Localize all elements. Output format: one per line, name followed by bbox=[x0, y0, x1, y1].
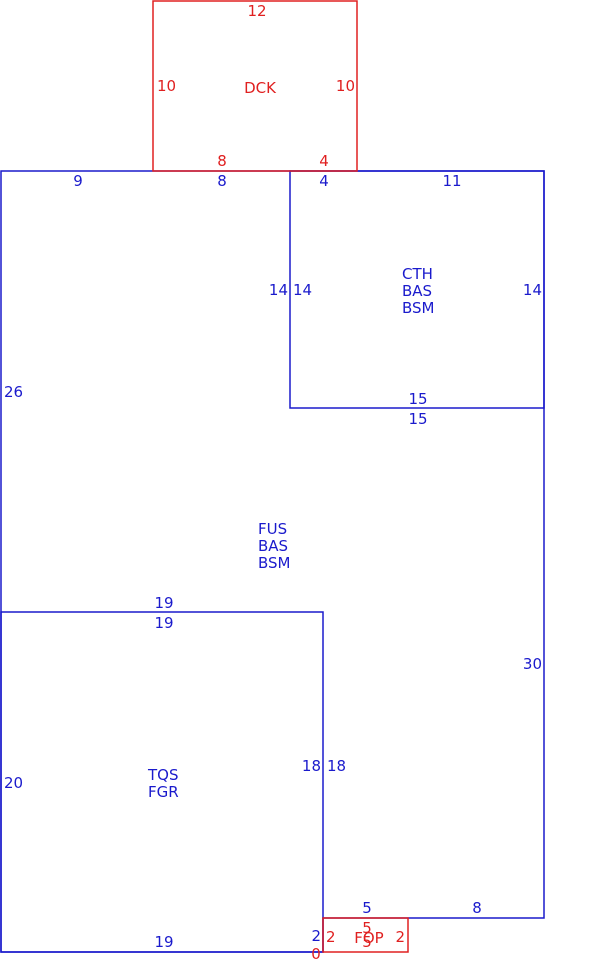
tqs-top-outer-dim: 19 bbox=[154, 594, 173, 612]
tqs-top-inner-dim: 19 bbox=[154, 614, 173, 632]
tqs-area-line-2: FGR bbox=[148, 783, 179, 801]
fop-zero-dim: 0 bbox=[311, 945, 321, 963]
dck-bottom-right-dim: 4 bbox=[319, 152, 329, 170]
fop-right-dim: 2 bbox=[395, 928, 405, 946]
main-top-left-dim: 9 bbox=[73, 172, 83, 190]
dck-area-code: DCK bbox=[244, 79, 277, 97]
fus-area-line-2: BAS bbox=[258, 537, 288, 555]
cth-area-outline bbox=[289, 170, 545, 409]
cth-bottom-outer-dim: 15 bbox=[408, 410, 427, 428]
fop-top-dim: 5 bbox=[362, 919, 372, 937]
fop-area-outline bbox=[322, 917, 409, 953]
main-bottom-left-dim: 5 bbox=[362, 899, 372, 917]
tqs-left-dim: 20 bbox=[4, 774, 23, 792]
main-bottom-right-dim: 8 bbox=[472, 899, 482, 917]
tqs-right-outer-dim: 18 bbox=[327, 757, 346, 775]
dck-left-dim: 10 bbox=[157, 77, 176, 95]
dck-area-outline bbox=[152, 0, 358, 172]
dck-right-dim: 10 bbox=[336, 77, 355, 95]
fus-area-line-1: FUS bbox=[258, 520, 287, 538]
fus-area-line-3: BSM bbox=[258, 554, 291, 572]
cth-top-dim: 11 bbox=[442, 172, 461, 190]
dck-top-dim: 12 bbox=[247, 2, 266, 20]
cth-left-inner-dim: 14 bbox=[293, 281, 312, 299]
tqs-area-outline bbox=[0, 611, 324, 953]
main-right-dim: 30 bbox=[523, 655, 542, 673]
tqs-area-line-1: TQS bbox=[147, 766, 179, 784]
main-left-dim: 26 bbox=[4, 383, 23, 401]
fop-left-inner-dim: 2 bbox=[326, 928, 336, 946]
tqs-bottom-dim: 19 bbox=[154, 933, 173, 951]
tqs-right-inner-dim: 18 bbox=[302, 757, 321, 775]
cth-top-left-dim: 4 bbox=[319, 172, 329, 190]
cth-area-line-2: BAS bbox=[402, 282, 432, 300]
fop-left-outer-dim: 2 bbox=[311, 927, 321, 945]
cth-right-dim: 14 bbox=[523, 281, 542, 299]
dck-bottom-left-dim: 8 bbox=[217, 152, 227, 170]
fop-area-code: FOP bbox=[354, 929, 383, 947]
cth-bottom-inner-dim: 15 bbox=[408, 390, 427, 408]
cth-area-line-1: CTH bbox=[402, 265, 433, 283]
fop-bottom-dim: 5 bbox=[362, 933, 372, 951]
cth-area-line-3: BSM bbox=[402, 299, 435, 317]
cth-left-outer-dim: 14 bbox=[269, 281, 288, 299]
main-top-mid-dim: 8 bbox=[217, 172, 227, 190]
